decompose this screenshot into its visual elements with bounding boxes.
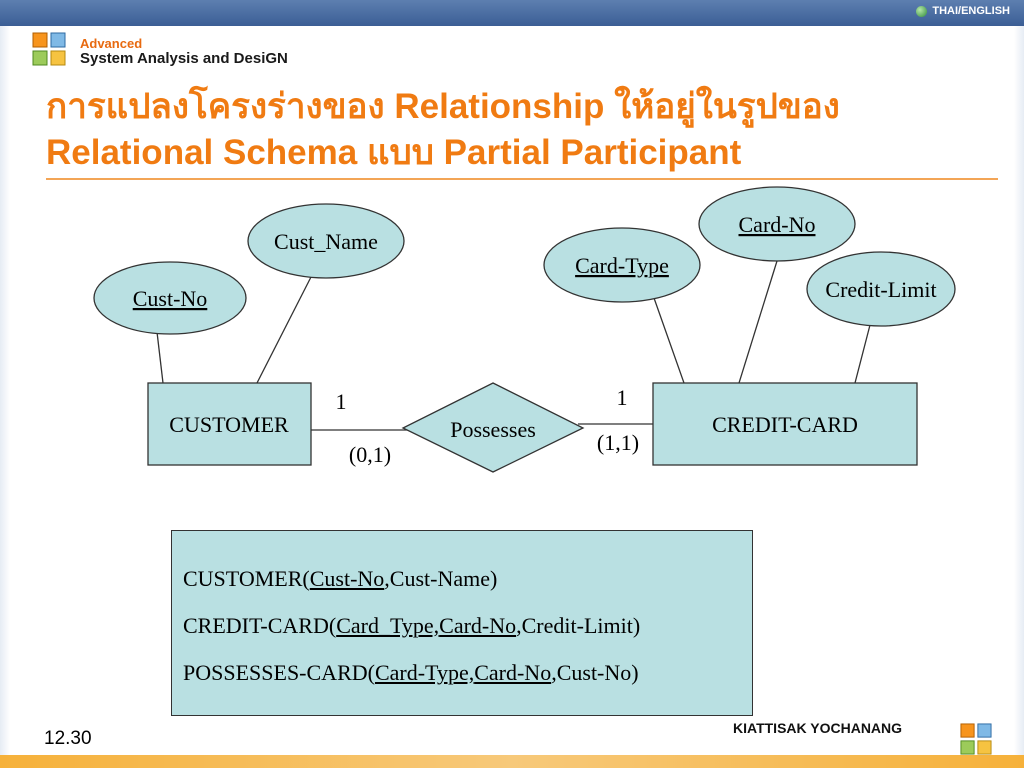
cardinality-credit-card-side: 1 xyxy=(617,385,628,410)
entity-credit-card xyxy=(652,382,918,466)
schema-table-name: CREDIT-CARD( xyxy=(183,613,337,638)
attribute-card-type xyxy=(543,227,701,303)
relational-schema-box: CUSTOMER(Cust-No,Cust-Name) CREDIT-CARD(… xyxy=(171,530,753,716)
relationship-possesses xyxy=(401,382,585,473)
attribute-card-no-label: Card-No xyxy=(739,212,816,237)
link-creditlimit-creditcard xyxy=(854,324,871,384)
slide-title-line2: Relational Schema แบบ Partial Participan… xyxy=(46,133,742,172)
attribute-credit-limit-label: Credit-Limit xyxy=(825,277,936,302)
schema-key: Card_Type, xyxy=(336,613,440,638)
attribute-card-no xyxy=(698,186,856,262)
cardinality-customer-side: 1 xyxy=(336,389,347,414)
schema-key: Card-Type, xyxy=(374,660,475,685)
author-name: KIATTISAK YOCHANANG xyxy=(733,720,903,736)
attribute-cust-name xyxy=(247,203,405,279)
language-switch-label: THAI/ENGLISH xyxy=(932,5,1010,17)
participation-customer: (0,1) xyxy=(349,442,391,467)
attribute-cust-no-label: Cust-No xyxy=(133,286,208,311)
schema-key: Card-No xyxy=(474,660,552,685)
schema-line-possesses-card: POSSESSES-CARD(Card-Type,Card-No,Cust-No… xyxy=(183,660,639,686)
title-divider xyxy=(46,178,998,180)
entity-customer xyxy=(147,382,312,466)
schema-line-credit-card: CREDIT-CARD(Card_Type,Card-No,Credit-Lim… xyxy=(183,613,640,639)
course-logo-icon xyxy=(32,32,66,66)
top-bar: THAI/ENGLISH xyxy=(0,0,1024,26)
course-title-advanced: Advanced xyxy=(80,36,143,51)
footer-logo-icon xyxy=(960,723,992,755)
schema-attributes: ,Cust-Name) xyxy=(384,566,498,591)
link-cardno-creditcard xyxy=(738,260,778,384)
participation-credit-card: (1,1) xyxy=(597,430,639,455)
course-title-main: System Analysis and DesiGN xyxy=(80,50,288,67)
schema-key: Cust-No xyxy=(309,566,385,591)
entity-customer-label: CUSTOMER xyxy=(169,412,289,437)
entity-credit-card-label: CREDIT-CARD xyxy=(712,412,858,437)
schema-table-name: POSSESSES-CARD( xyxy=(183,660,375,685)
schema-attributes: ,Cust-No) xyxy=(551,660,639,685)
globe-icon xyxy=(916,5,928,17)
relationship-possesses-label: Possesses xyxy=(450,417,536,442)
schema-table-name: CUSTOMER( xyxy=(183,566,310,591)
attribute-credit-limit xyxy=(806,251,956,327)
slide-title-line1: การแปลงโครงร่างของ Relationship ให้อยู่ใ… xyxy=(46,87,840,126)
slide-title: การแปลงโครงร่างของ Relationship ให้อยู่ใ… xyxy=(46,84,840,176)
link-cardtype-creditcard xyxy=(653,297,685,384)
link-custname-customer xyxy=(256,276,312,384)
schema-key: Card-No xyxy=(439,613,517,638)
frame-right xyxy=(1014,26,1024,768)
page-number: 12.30 xyxy=(44,728,92,749)
bottom-bar xyxy=(0,755,1024,768)
language-switch-link[interactable]: THAI/ENGLISH xyxy=(916,5,1010,17)
frame-left xyxy=(0,26,10,768)
attribute-cust-no xyxy=(93,261,247,335)
attribute-card-type-label: Card-Type xyxy=(575,253,669,278)
schema-line-customer: CUSTOMER(Cust-No,Cust-Name) xyxy=(183,566,497,592)
attribute-cust-name-label: Cust_Name xyxy=(274,229,378,254)
link-custno-customer xyxy=(156,331,164,384)
schema-attributes: ,Credit-Limit) xyxy=(516,613,641,638)
